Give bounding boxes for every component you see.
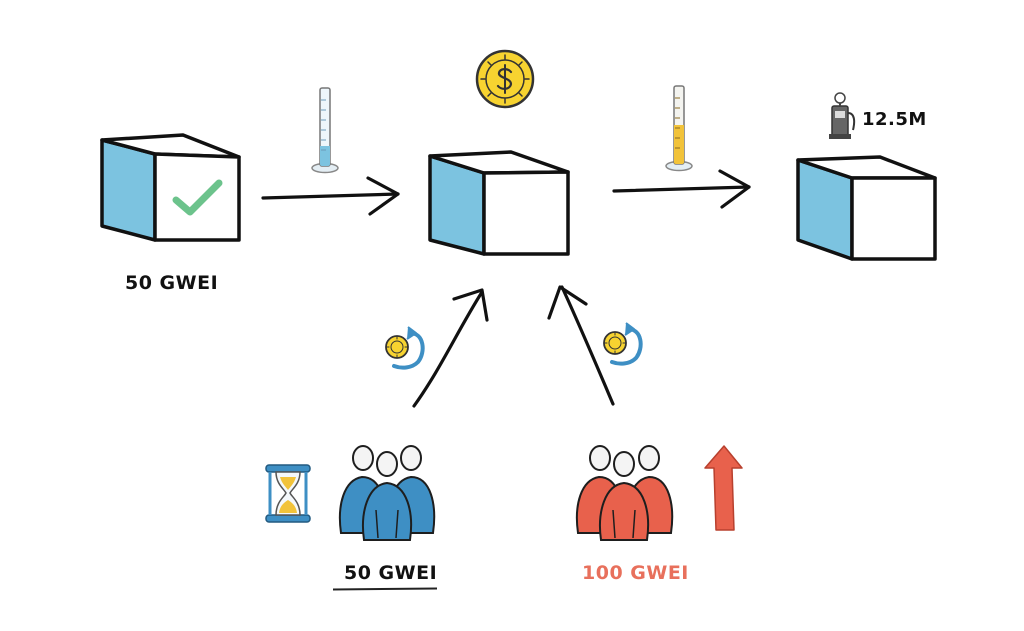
- arrow-red-crowd-to-center: [547, 285, 615, 406]
- coin-icon: [475, 49, 535, 109]
- arrow-blue-crowd-to-center: [412, 288, 489, 408]
- coin-refund-icon: [603, 322, 643, 366]
- hourglass-icon: [265, 464, 311, 523]
- cylinder-fill: [674, 125, 684, 164]
- block-center: [428, 150, 570, 256]
- crowd-blue: [338, 445, 436, 541]
- blue-crowd-tip-label: 50 GWEI: [344, 562, 438, 584]
- measuring-cylinder-icon: [665, 85, 693, 172]
- crowd-red: [575, 445, 674, 541]
- block-left: [100, 133, 241, 242]
- gas-used-label: 12.5M: [862, 109, 927, 130]
- gas-pump-icon: [829, 92, 856, 139]
- measuring-cylinder-icon: [311, 87, 339, 174]
- red-crowd-tip-label: 100 GWEI: [582, 562, 689, 584]
- checkmark-icon: [172, 179, 223, 216]
- block-right: [796, 155, 937, 261]
- up-arrow-icon: [704, 445, 743, 531]
- cylinder-fill: [320, 146, 330, 166]
- left-block-gas-price-label: 50 GWEI: [125, 272, 219, 294]
- coin-refund-icon: [385, 326, 425, 370]
- arrow-left-to-center: [261, 176, 400, 216]
- arrow-center-to-right: [612, 169, 751, 209]
